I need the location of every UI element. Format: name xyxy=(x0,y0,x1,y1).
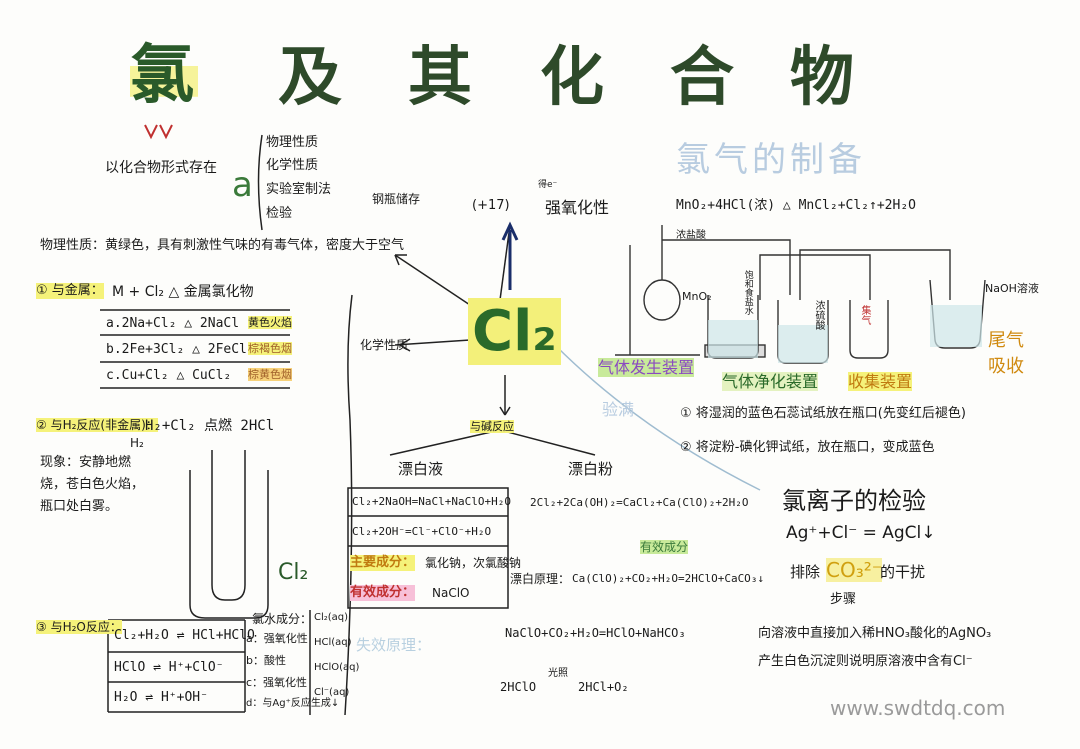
prep-title: 氯气的制备 xyxy=(676,140,866,180)
metal-note-cu: 棕黄色烟 xyxy=(248,368,292,382)
jar-cl2-label: Cl₂ xyxy=(278,560,309,585)
bleach-liquid-label: 漂白液 xyxy=(398,460,444,478)
component-a: a：强氧化性 xyxy=(246,632,308,645)
water-eq-3: H₂O ⇌ H⁺+OH⁻ xyxy=(114,690,208,705)
title-char-2: 及 xyxy=(278,41,346,115)
physical-property: 物理性质：黄绿色，具有刺激性气味的有毒气体，密度大于空气 xyxy=(40,238,405,253)
phenomenon-line-3: 瓶口处白雾。 xyxy=(40,499,119,514)
bottle-saltwater: 饱和食盐水 xyxy=(742,270,753,315)
phenomenon-line-1: 现象：安静地燃 xyxy=(40,455,132,470)
branch-test: 检验 xyxy=(266,206,293,221)
bottle-h2so4: 浓硫酸 xyxy=(813,300,824,330)
store-label: 钢瓶储存 xyxy=(372,192,421,206)
component-c: c：强氧化性 xyxy=(246,676,308,689)
decay-eq-1: NaClO+CO₂+H₂O=HClO+NaHCO₃ xyxy=(505,626,686,640)
stage-purify: 气体净化装置 xyxy=(722,372,819,392)
oxidize-small: 得e⁻ xyxy=(538,180,558,190)
test-desc-1: 向溶液中直接加入稀HNO₃酸化的AgNO₃ xyxy=(758,626,992,641)
metal-eq-na: a.2Na+Cl₂ △ 2NaCl xyxy=(106,316,240,331)
metal-note-fe: 棕褐色烟 xyxy=(248,342,292,356)
title-char-4: 化 xyxy=(540,41,608,115)
decay-label: 失效原理： xyxy=(356,636,432,654)
check-step-2: ② 将淀粉-碘化钾试纸，放在瓶口，变成蓝色 xyxy=(680,440,935,455)
tail-gas-1: 尾气 xyxy=(988,330,1024,351)
stage-generate: 气体发生装置 xyxy=(598,358,695,378)
reagent-mno2: MnO₂ xyxy=(682,290,712,303)
title-char-6: 物 xyxy=(790,41,858,115)
nonmetal-h2: H₂ xyxy=(130,436,144,450)
component-d: d：与Ag⁺反应生成↓ xyxy=(246,698,340,709)
decay-condition: 光照 xyxy=(548,668,568,679)
species-1: Cl₂(aq) xyxy=(314,612,349,623)
decay-eq-2-right: 2HCl+O₂ xyxy=(578,680,629,694)
watermark: www.swdtdq.com xyxy=(830,696,1006,720)
main-component-value: 氯化钠，次氯酸钠 xyxy=(425,556,522,570)
exclude-left: 排除 xyxy=(790,563,821,581)
test-desc-2: 产生白色沉淀则说明原溶液中含有Cl⁻ xyxy=(758,654,973,669)
decay-eq-2-left: 2HClO xyxy=(500,680,537,694)
center-cl2: Cl₂ xyxy=(468,298,561,366)
metal-eq-cu: c.Cu+Cl₂ △ CuCl₂ xyxy=(106,368,232,383)
active-component-label: 有效成分： xyxy=(350,585,416,601)
metal-general: M + Cl₂ △ 金属氯化物 xyxy=(112,284,254,300)
metal-eq-fe: b.2Fe+3Cl₂ △ 2FeCl₃ xyxy=(106,342,255,357)
main-component-label: 主要成分： xyxy=(350,555,416,571)
test-eq: Ag⁺+Cl⁻ = AgCl↓ xyxy=(786,523,936,543)
components-title: 氯水成分： xyxy=(252,612,313,626)
test-step: 步骤 xyxy=(830,592,857,607)
branch-chemical: 化学性质 xyxy=(266,158,319,173)
atom-diagram: (+17) xyxy=(472,198,510,213)
water-eq-1: Cl₂+H₂O ⇌ HCl+HClO xyxy=(114,628,255,643)
phenomenon-line-2: 烧，苍白色火焰， xyxy=(40,477,145,492)
nonmetal-heading: ② 与H₂反应(非金属)： xyxy=(36,418,158,433)
bleach-powder-label: 漂白粉 xyxy=(568,460,614,478)
branch-lab-prep: 实验室制法 xyxy=(266,182,332,197)
oxidize-text: 强氧化性 xyxy=(545,198,610,217)
species-4: Cl⁻(aq) xyxy=(314,687,350,698)
check-step-1: ① 将湿润的蓝色石蕊试纸放在瓶口(先变红后褪色) xyxy=(680,406,966,421)
naoh-label: NaOH溶液 xyxy=(985,282,1039,295)
water-eq-2: HClO ⇌ H⁺+ClO⁻ xyxy=(114,660,224,675)
water-heading: ③ 与H₂O反应： xyxy=(36,620,122,635)
bleach-eq-1: Cl₂+2NaOH=NaCl+NaClO+H₂O xyxy=(352,495,511,508)
metal-note-na: 黄色火焰 xyxy=(248,316,292,330)
bleach-eq-2: Cl₂+2OH⁻=Cl⁻+ClO⁻+H₂O xyxy=(352,525,492,538)
branch-physical: 物理性质 xyxy=(266,135,319,150)
title-char-5: 合 xyxy=(670,41,738,115)
chem-property-label: 化学性质 xyxy=(360,338,409,352)
powder-active: 有效成分 xyxy=(640,540,689,555)
species-2: HCl(aq) xyxy=(314,637,352,648)
principle-eq: Ca(ClO)₂+CO₂+H₂O=2HClO+CaCO₃↓ xyxy=(572,572,765,585)
topic-letter: a xyxy=(232,165,253,205)
active-component-value: NaClO xyxy=(432,586,470,600)
component-b: b：酸性 xyxy=(246,654,286,667)
nonmetal-eq: H₂+Cl₂ 点燃 2HCl xyxy=(145,418,275,434)
metal-heading: ① 与金属： xyxy=(36,283,104,299)
exclude-right: 的干扰 xyxy=(880,563,926,581)
powder-eq: 2Cl₂+2Ca(OH)₂=CaCl₂+Ca(ClO)₂+2H₂O xyxy=(530,496,749,509)
bottle-collect: 集气 xyxy=(859,305,870,325)
stage-collect: 收集装置 xyxy=(848,372,913,392)
reagent-hcl: 浓盐酸 xyxy=(676,230,706,241)
exist-form: 以化合物形式存在 xyxy=(105,160,217,176)
species-3: HClO(aq) xyxy=(314,662,360,673)
prep-eq: MnO₂+4HCl(浓) △ MnCl₂+Cl₂↑+2H₂O xyxy=(676,198,916,213)
alkali-label: 与碱反应 xyxy=(470,420,514,434)
title-char-1: 氯 xyxy=(130,38,198,115)
test-title: 氯离子的检验 xyxy=(782,487,926,515)
tail-gas-2: 吸收 xyxy=(988,356,1024,377)
check-label: 验满 xyxy=(602,400,635,419)
co3-ion: CO₃²⁻ xyxy=(826,558,883,582)
title-char-3: 其 xyxy=(408,41,476,115)
principle-label: 漂白原理： xyxy=(510,572,571,586)
